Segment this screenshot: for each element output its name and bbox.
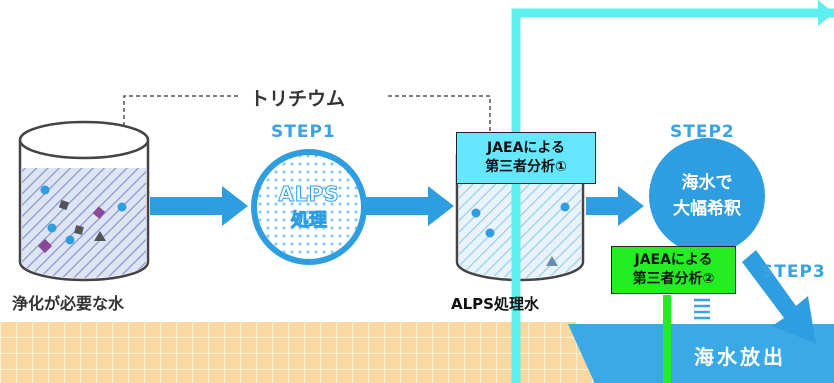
- step1-label: STEP1: [271, 122, 336, 142]
- alps-process-text: ALPS 処理: [251, 149, 367, 265]
- sand-ground: [0, 322, 600, 383]
- jaea-analysis-1-callout: JAEAによる 第三者分析①: [456, 132, 596, 184]
- jaea2-line2: 第三者分析②: [632, 271, 715, 287]
- step2-label: STEP2: [670, 122, 735, 142]
- contaminated-water-tank: [18, 120, 150, 282]
- arrow-to-alps: [150, 186, 248, 226]
- arrow-to-treated-tank: [366, 186, 454, 226]
- dilution-bubble: [649, 138, 765, 254]
- alps-line2: 処理: [291, 210, 328, 232]
- step3-label: STEP3: [761, 262, 826, 282]
- step3-arrow: [742, 250, 816, 344]
- dilution-line1: 海水で: [681, 173, 733, 193]
- arrow-to-dilution: [586, 186, 644, 226]
- discharge-pipe-icon: [694, 298, 710, 320]
- water-to-purify-label: 浄化が必要な水: [12, 294, 125, 313]
- jaea2-line1: JAEAによる: [634, 252, 713, 268]
- alps-bubble: [251, 149, 367, 265]
- jaea1-line2: 第三者分析①: [485, 159, 567, 175]
- jaea-analysis-2-callout: JAEAによる 第三者分析②: [611, 246, 736, 294]
- sea-area: [568, 324, 834, 383]
- jaea1-analysis-line: [511, 8, 834, 383]
- treated-water-label: ALPS処理水: [451, 295, 539, 313]
- jaea1-line1: JAEAによる: [486, 140, 566, 156]
- dilution-text: 海水で 大幅希釈: [649, 138, 765, 254]
- dilution-line2: 大幅希釈: [673, 199, 741, 219]
- sea-discharge-label: 海水放出: [694, 345, 786, 369]
- cyan-arrow-head: [818, 0, 834, 26]
- tritium-label: トリチウム: [250, 88, 346, 110]
- alps-line1: ALPS: [278, 182, 340, 207]
